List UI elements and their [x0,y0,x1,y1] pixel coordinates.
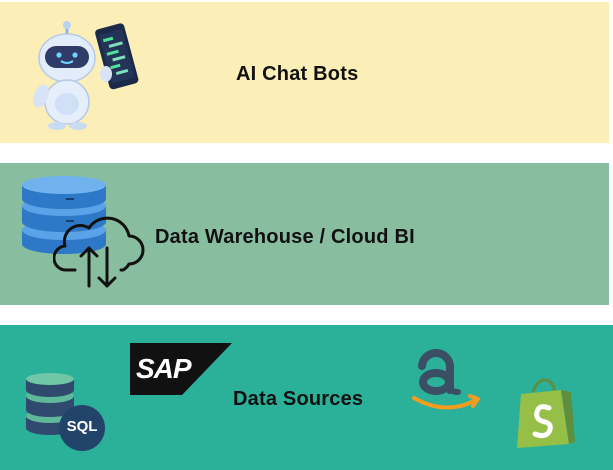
label-data-warehouse: Data Warehouse / Cloud BI [155,226,415,248]
sap-logo-text: SAP [136,353,192,384]
cloud-upload-download-icon [53,212,145,290]
sap-logo: SAP [130,343,232,395]
sql-label: SQL [66,418,98,435]
shopify-logo [515,378,577,450]
label-data-sources: Data Sources [233,388,364,410]
amazon-logo [410,338,486,414]
robot-icon [22,20,147,132]
sql-database-icon: SQL [24,372,114,452]
label-ai-chat-bots: AI Chat Bots [236,63,359,85]
phone-icon [90,22,146,92]
band-data-sources [0,325,613,470]
